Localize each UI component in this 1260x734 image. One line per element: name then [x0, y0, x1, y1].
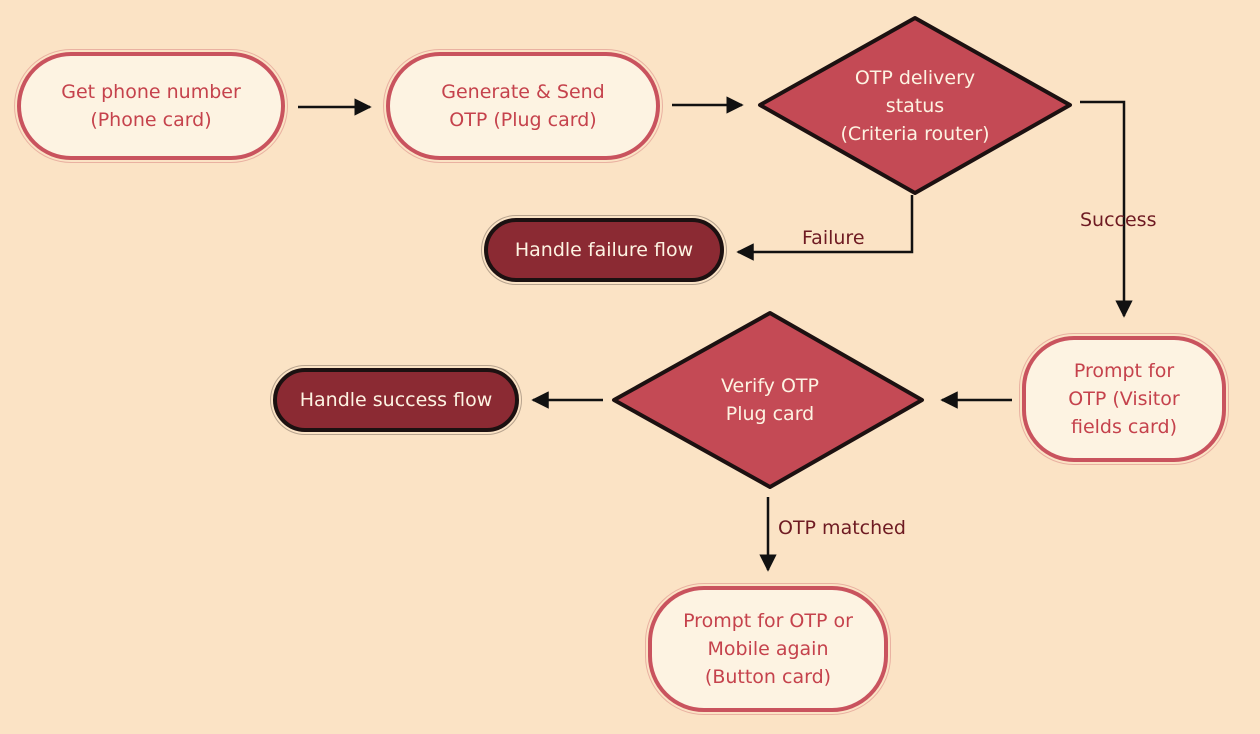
otp-matched-edge-label: OTP matched: [778, 517, 906, 539]
success-edge-label: Success: [1080, 209, 1157, 231]
get-phone-number-node[interactable]: Get phone number (Phone card): [17, 52, 285, 160]
generate-send-otp-node[interactable]: Generate & Send OTP (Plug card): [386, 52, 660, 160]
handle-success-flow-node[interactable]: Handle success flow: [273, 368, 519, 432]
prompt-otp-or-mobile-node[interactable]: Prompt for OTP or Mobile again (Button c…: [648, 586, 888, 712]
edge-status-to-prompt-otp: [1080, 100, 1133, 318]
failure-edge-label: Failure: [802, 227, 865, 249]
verify-otp-diamond[interactable]: [612, 311, 924, 489]
handle-failure-flow-node[interactable]: Handle failure flow: [484, 218, 724, 282]
prompt-for-otp-node[interactable]: Prompt for OTP (Visitor fields card): [1022, 336, 1226, 462]
edge-status-to-failure: [736, 195, 914, 261]
otp-delivery-status-diamond[interactable]: [758, 16, 1072, 195]
